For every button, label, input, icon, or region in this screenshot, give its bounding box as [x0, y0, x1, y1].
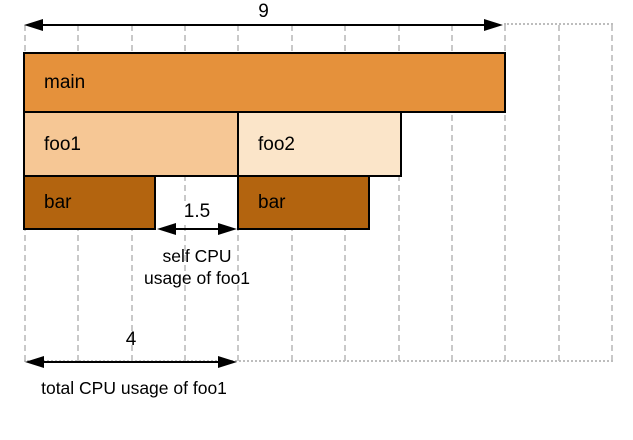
self-cpu-arrow	[157, 222, 237, 235]
grid-vline	[558, 25, 560, 361]
arrow-left-icon	[24, 18, 43, 31]
arrow-shaft	[176, 227, 218, 230]
self-cpu-value: 1.5	[167, 201, 227, 223]
frame-main: main	[23, 52, 506, 113]
frame-foo1: foo1	[23, 111, 240, 177]
grid-vline	[451, 25, 453, 361]
arrow-left-icon	[25, 355, 44, 368]
frame-foo2: foo2	[237, 111, 402, 177]
frame-foo2-label: foo2	[258, 133, 295, 155]
total-cpu-arrow	[25, 355, 237, 368]
grid-hline-bottom	[24, 360, 613, 362]
grid-vline	[504, 25, 506, 361]
frame-bar2-label: bar	[258, 192, 286, 213]
grid-vline	[611, 25, 613, 361]
arrow-left-icon	[157, 222, 176, 235]
grid-hline-top	[504, 23, 613, 25]
frame-bar-under-foo2: bar	[237, 175, 370, 230]
frame-foo1-label: foo1	[44, 133, 81, 155]
grid-vline	[398, 25, 400, 361]
frame-main-label: main	[44, 72, 86, 93]
arrow-right-icon	[218, 355, 237, 368]
total-cpu-caption: total CPU usage of foo1	[41, 378, 227, 398]
frame-bar1-label: bar	[44, 192, 72, 213]
self-cpu-caption: self CPU usage of foo1	[143, 246, 251, 288]
grid-vline	[184, 25, 186, 361]
arrow-shaft	[43, 23, 484, 26]
arrow-right-icon	[218, 222, 237, 235]
total-cpu-value: 4	[125, 329, 137, 350]
arrow-shaft	[44, 360, 218, 363]
total-width-arrow	[24, 18, 503, 31]
arrow-right-icon	[484, 18, 503, 31]
total-width-value: 9	[258, 1, 269, 22]
frame-bar-under-foo1: bar	[23, 175, 156, 230]
